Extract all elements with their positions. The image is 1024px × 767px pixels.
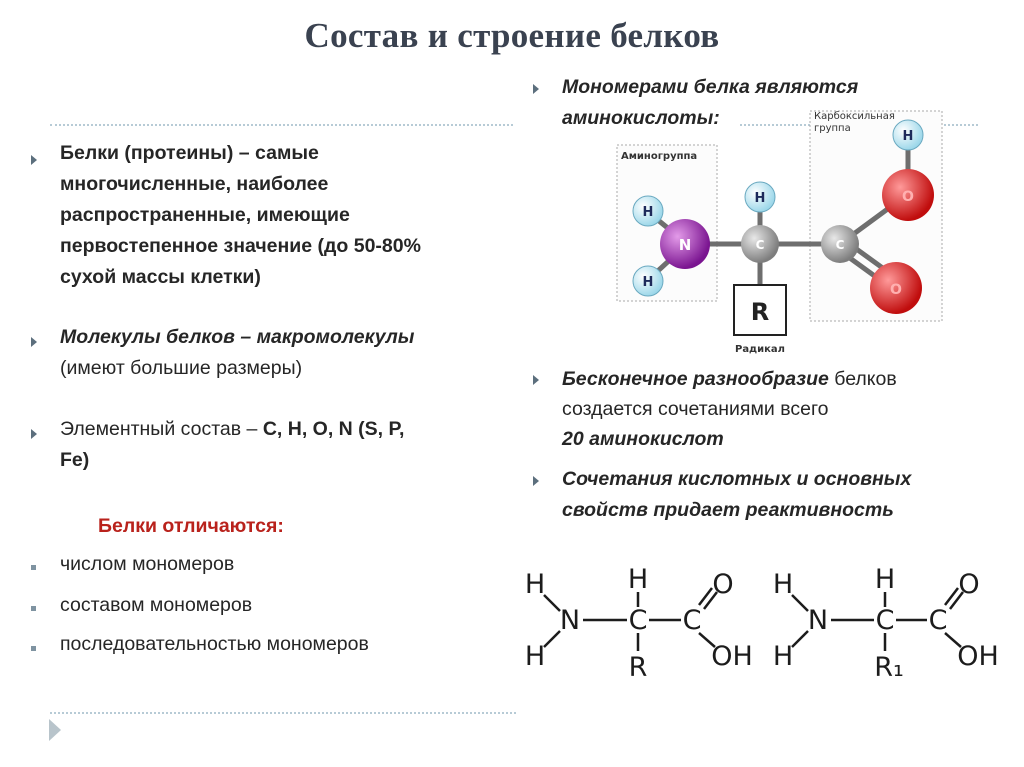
formula-atom: H <box>525 641 545 672</box>
text-line: аминокислоты: <box>562 107 720 129</box>
text-line: Молекулы белков – макромолекулы <box>60 326 415 348</box>
formula-atom: N <box>808 605 828 636</box>
carbon-atom <box>741 225 779 263</box>
reactivity-text: Сочетания кислотных и основных свойств п… <box>562 464 992 520</box>
formula-bonds <box>543 587 964 651</box>
formula-atom: H <box>773 569 793 600</box>
dotted-divider-left <box>50 124 513 126</box>
square-bullet-icon <box>31 606 36 611</box>
hydrogen-atom <box>892 119 924 151</box>
formula-atom: C <box>929 605 948 636</box>
formula-atom: H <box>875 564 895 595</box>
atom-label: C <box>836 238 845 252</box>
hydrogen-atom <box>632 265 664 297</box>
formula-atom: H <box>525 569 545 600</box>
amino-group-label: Аминогруппа <box>621 151 697 162</box>
atom-label: O <box>890 282 902 298</box>
arrow-bullet-icon <box>533 84 539 94</box>
formula-atom: H <box>628 564 648 595</box>
hydrogen-atom <box>744 181 776 213</box>
oxygen-atom <box>882 169 934 221</box>
protein-definition: Белки (протеины) – самые многочисленные,… <box>60 138 500 293</box>
slide-title: Состав и строение белков <box>304 16 720 55</box>
arrow-bullet-icon <box>31 429 37 439</box>
carbon-atom <box>821 225 859 263</box>
atom-label: H <box>755 191 766 206</box>
radical-label: Радикал <box>735 344 785 355</box>
formula-atom: O <box>712 569 733 600</box>
text-line: первостепенное значение (до 50-80% <box>60 235 421 257</box>
atom-label: C <box>756 238 765 252</box>
formula-atom: C <box>876 605 895 636</box>
arrow-bullet-icon <box>533 375 539 385</box>
formula-atom: R <box>629 652 648 683</box>
arrow-bullet-icon <box>31 155 37 165</box>
elemental-prefix: Элементный состав – <box>60 418 263 440</box>
square-bullet-icon <box>31 646 36 651</box>
diversity-rest: белков <box>828 368 897 390</box>
diversity-text: Бесконечное разнообразие белков создаетс… <box>562 364 982 454</box>
differ-item: последовательностью мономеров <box>60 633 369 655</box>
differ-item: числом мономеров <box>60 553 235 575</box>
formula-atom: R₁ <box>874 652 904 683</box>
differ-heading: Белки отличаются: <box>98 515 284 537</box>
text-line: свойств придает реактивность <box>562 499 894 520</box>
formula-atom: H <box>773 641 793 672</box>
macromolecules-text: Молекулы белков – макромолекулы (имеют б… <box>60 322 510 384</box>
square-bullet-icon <box>31 565 36 570</box>
carboxyl-group-label: Карбоксильная <box>814 111 895 122</box>
text-line: (имеют большие размеры) <box>60 357 303 379</box>
elemental-composition: Элементный состав – C, H, O, N (S, P, Fe… <box>60 414 510 476</box>
atom-label: H <box>643 205 654 220</box>
text-line: многочисленные, наиболее <box>60 173 329 195</box>
atom-label: O <box>902 189 914 205</box>
oxygen-atom <box>870 262 922 314</box>
radical-box <box>733 284 787 336</box>
text-line: Элементный состав – C, H, O, N (S, P, <box>60 414 510 445</box>
text-line: распространенные, имеющие <box>60 204 350 226</box>
next-slide-icon[interactable] <box>49 719 61 741</box>
text-line: создается сочетаниями всего <box>562 398 829 420</box>
diversity-emphasis: Бесконечное разнообразие <box>562 368 829 390</box>
text-line: сухой массы клетки) <box>60 266 261 288</box>
text-line: 20 аминокислот <box>562 428 724 450</box>
radical-letter: R <box>751 298 769 326</box>
formula-atom: OH <box>711 641 753 672</box>
atom-label: H <box>643 275 654 290</box>
structural-formulas: H H N H C R C O OH H H N H C R₁ C O OH <box>525 564 999 683</box>
elements-list-cont: Fe) <box>60 449 90 471</box>
arrow-bullet-icon <box>533 476 539 486</box>
hydrogen-atom <box>632 195 664 227</box>
dotted-divider-bottom <box>50 712 516 714</box>
amino-group-box <box>616 144 718 302</box>
monomers-text: Мономерами белка являются аминокислоты: <box>562 72 982 134</box>
formula-atom: N <box>560 605 580 636</box>
differ-item: составом мономеров <box>60 594 253 616</box>
amino-acid-diagram: Аминогруппа Карбоксильная группа H H H H… <box>616 110 943 355</box>
atom-label: N <box>679 236 692 254</box>
elements-list: C, H, O, N (S, P, <box>262 418 405 440</box>
text-line: Бесконечное разнообразие белков <box>562 364 982 394</box>
arrow-bullet-icon <box>31 337 37 347</box>
carboxyl-group-label: группа <box>814 123 851 134</box>
formula-atom: OH <box>957 641 999 672</box>
text-line: Мономерами белка являются <box>562 76 859 98</box>
atom-label: H <box>903 129 914 144</box>
text-line: Белки (протеины) – самые <box>60 142 319 164</box>
formula-atom: C <box>683 605 702 636</box>
formula-atom: C <box>629 605 648 636</box>
nitrogen-atom <box>660 219 710 269</box>
text-line: Сочетания кислотных и основных <box>562 468 912 490</box>
formula-atom: O <box>958 569 979 600</box>
